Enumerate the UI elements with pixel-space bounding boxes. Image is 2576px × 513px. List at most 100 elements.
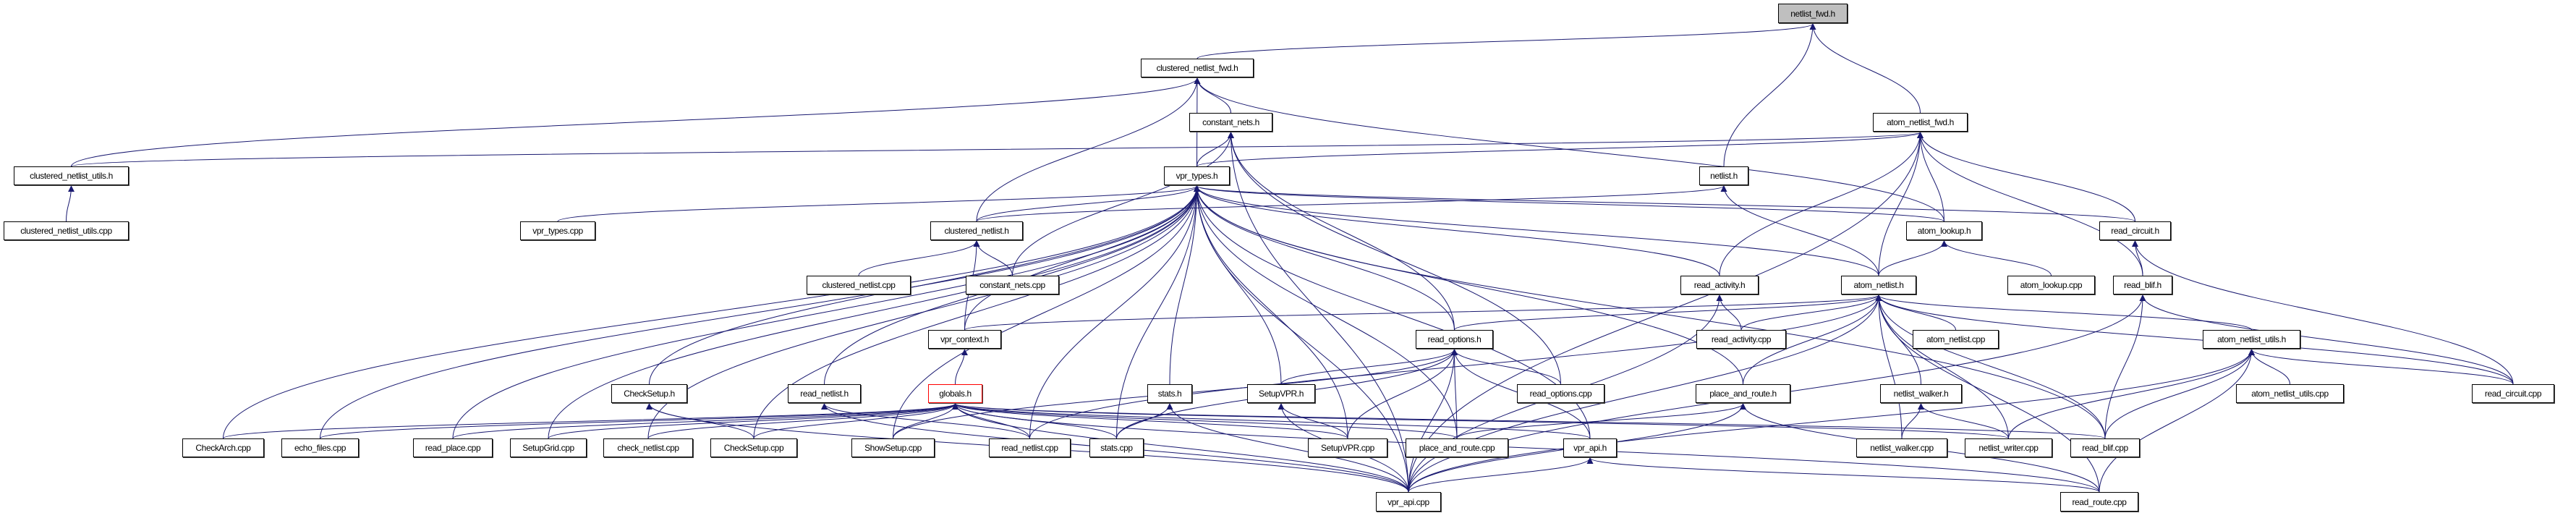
node-read-blif-cpp[interactable]: read_blif.cpp [2070, 438, 2140, 457]
node-checkarch-cpp[interactable]: CheckArch.cpp [182, 438, 264, 457]
node-clustered-netlist-utils-cpp[interactable]: clustered_netlist_utils.cpp [4, 221, 129, 240]
node-atom-lookup-h[interactable]: atom_lookup.h [1906, 221, 1982, 240]
edge-vpr-api-h-to-globals-h [952, 403, 1591, 439]
node-setupvpr-cpp[interactable]: SetupVPR.cpp [1308, 438, 1387, 457]
node-vpr-api-cpp[interactable]: vpr_api.cpp [1376, 492, 1441, 512]
edge-clustered-netlist-fwd-h-to-netlist-fwd-h [1196, 23, 1816, 59]
node-atom-lookup-cpp[interactable]: atom_lookup.cpp [2007, 276, 2095, 294]
node-read-activity-cpp[interactable]: read_activity.cpp [1696, 330, 1786, 349]
node-showsetup-cpp[interactable]: ShowSetup.cpp [851, 438, 935, 457]
edge-read-blif-cpp-to-atom-netlist-utils-h [2104, 349, 2255, 439]
edge-vpr-context-h-to-vpr-types-h [964, 185, 1200, 331]
edge-vpr-types-h-to-atom-netlist-fwd-h [1196, 132, 1924, 167]
node-checksetup-h[interactable]: CheckSetup.h [611, 384, 687, 403]
node-vpr-api-h[interactable]: vpr_api.h [1563, 438, 1617, 457]
edge-clustered-netlist-h-to-vpr-types-h [976, 185, 1200, 222]
edge-place-and-route-cpp-to-read-options-h [1451, 349, 1458, 439]
edge-vpr-api-cpp-to-atom-netlist-fwd-h [1408, 132, 1924, 493]
edge-netlist-h-to-netlist-fwd-h [1723, 23, 1816, 167]
edge-constant-nets-cpp-to-constant-nets-h [1012, 132, 1234, 276]
edge-read-blif-cpp-to-read-blif-h [2104, 294, 2146, 439]
edge-atom-netlist-utils-h-to-atom-netlist-h [1875, 294, 2252, 331]
node-atom-netlist-cpp[interactable]: atom_netlist.cpp [1913, 330, 1999, 349]
node-constant-nets-h[interactable]: constant_nets.h [1189, 113, 1272, 132]
edge-place-and-route-h-to-vpr-types-h [1194, 185, 1743, 385]
node-read-activity-h[interactable]: read_activity.h [1680, 276, 1759, 294]
edge-read-options-h-to-atom-netlist-h [1454, 294, 1882, 331]
node-read-circuit-cpp[interactable]: read_circuit.cpp [2472, 384, 2554, 403]
node-atom-netlist-utils-h[interactable]: atom_netlist_utils.h [2203, 330, 2300, 349]
node-read-options-h[interactable]: read_options.h [1416, 330, 1493, 349]
node-stats-h[interactable]: stats.h [1147, 384, 1192, 403]
node-clustered-netlist-utils-h[interactable]: clustered_netlist_utils.h [14, 166, 129, 185]
edge-setupvpr-cpp-to-setupvpr-h [1278, 403, 1348, 439]
node-read-circuit-h[interactable]: read_circuit.h [2099, 221, 2171, 240]
edge-netlist-writer-cpp-to-atom-netlist-h [1875, 294, 2009, 439]
edge-checksetup-cpp-to-checksetup-h [646, 403, 754, 439]
edge-read-blif-cpp-to-globals-h [952, 403, 2106, 439]
node-read-route-cpp[interactable]: read_route.cpp [2060, 492, 2138, 512]
edge-setupgrid-cpp-to-vpr-types-h [548, 185, 1200, 439]
node-netlist-h[interactable]: netlist.h [1699, 166, 1748, 185]
node-checksetup-cpp[interactable]: CheckSetup.cpp [710, 438, 797, 457]
edge-read-options-h-to-vpr-types-h [1194, 185, 1455, 331]
edge-place-and-route-cpp-to-globals-h [952, 403, 1458, 439]
edge-atom-netlist-h-to-atom-lookup-h [1878, 240, 1947, 276]
edge-read-circuit-h-to-vpr-types-h [1194, 185, 2135, 222]
edge-clustered-netlist-cpp-to-clustered-netlist-h [858, 240, 980, 276]
node-clustered-netlist-h[interactable]: clustered_netlist.h [930, 221, 1023, 240]
edge-clustered-netlist-utils-h-to-clustered-netlist-fwd-h [71, 77, 1201, 167]
edge-vpr-context-h-to-atom-netlist-h [964, 294, 1882, 331]
node-atom-netlist-utils-cpp[interactable]: atom_netlist_utils.cpp [2236, 384, 2344, 403]
node-netlist-walker-h[interactable]: netlist_walker.h [1880, 384, 1962, 403]
node-constant-nets-cpp[interactable]: constant_nets.cpp [966, 276, 1059, 294]
edge-netlist-writer-cpp-to-globals-h [952, 403, 2009, 439]
edge-clustered-netlist-utils-cpp-to-clustered-netlist-utils-h [66, 185, 75, 222]
edge-read-circuit-h-to-atom-netlist-fwd-h [1917, 132, 2135, 222]
node-setupvpr-h[interactable]: SetupVPR.h [1247, 384, 1315, 403]
node-globals-h[interactable]: globals.h [928, 384, 982, 403]
edge-read-options-cpp-to-read-options-h [1451, 349, 1561, 385]
node-read-place-cpp[interactable]: read_place.cpp [413, 438, 493, 457]
node-atom-netlist-fwd-h[interactable]: atom_netlist_fwd.h [1873, 113, 1968, 132]
node-stats-cpp[interactable]: stats.cpp [1089, 438, 1144, 457]
edge-setupvpr-h-to-read-options-h [1280, 349, 1458, 385]
node-place-and-route-h[interactable]: place_and_route.h [1696, 384, 1790, 403]
edge-globals-h-to-vpr-context-h [955, 349, 968, 385]
edge-checksetup-cpp-to-globals-h [753, 403, 958, 439]
edge-setupvpr-h-to-vpr-types-h [1194, 185, 1282, 385]
node-setupgrid-cpp[interactable]: SetupGrid.cpp [510, 438, 587, 457]
edge-atom-netlist-h-to-vpr-types-h [1194, 185, 1879, 276]
edge-netlist-walker-cpp-to-netlist-walker-h [1901, 403, 1924, 439]
edge-echo-files-cpp-to-vpr-types-h [320, 185, 1200, 439]
edge-showsetup-cpp-to-vpr-types-h [893, 185, 1200, 439]
edge-read-circuit-cpp-to-atom-netlist-utils-h [2248, 349, 2514, 385]
edge-vpr-api-cpp-to-vpr-types-h [1194, 185, 1409, 493]
node-vpr-types-h[interactable]: vpr_types.h [1164, 166, 1230, 185]
node-netlist-writer-cpp[interactable]: netlist_writer.cpp [1965, 438, 2052, 457]
node-vpr-context-h[interactable]: vpr_context.h [928, 330, 1001, 349]
node-atom-netlist-h[interactable]: atom_netlist.h [1841, 276, 1916, 294]
node-read-options-cpp[interactable]: read_options.cpp [1517, 384, 1604, 403]
node-netlist-walker-cpp[interactable]: netlist_walker.cpp [1856, 438, 1947, 457]
edge-atom-lookup-h-to-vpr-types-h [1194, 185, 1944, 222]
edge-read-blif-cpp-to-atom-netlist-h [1875, 294, 2106, 439]
node-read-blif-h[interactable]: read_blif.h [2113, 276, 2172, 294]
node-vpr-types-cpp[interactable]: vpr_types.cpp [520, 221, 595, 240]
node-clustered-netlist-cpp[interactable]: clustered_netlist.cpp [807, 276, 911, 294]
node-echo-files-cpp[interactable]: echo_files.cpp [281, 438, 359, 457]
edge-vpr-api-cpp-to-stats-h [1166, 403, 1409, 493]
edge-clustered-netlist-utils-h-to-atom-netlist-fwd-h [71, 132, 1923, 167]
node-clustered-netlist-fwd-h[interactable]: clustered_netlist_fwd.h [1141, 59, 1254, 77]
edge-read-circuit-cpp-to-read-circuit-h [2132, 240, 2514, 385]
edge-vpr-api-cpp-to-globals-h [952, 403, 1409, 493]
edge-stats-cpp-to-vpr-types-h [1116, 185, 1200, 439]
node-read-netlist-h[interactable]: read_netlist.h [788, 384, 861, 403]
edge-setupvpr-cpp-to-vpr-types-h [1194, 185, 1348, 439]
node-place-and-route-cpp[interactable]: place_and_route.cpp [1406, 438, 1508, 457]
edge-atom-lookup-cpp-to-atom-lookup-h [1941, 240, 2052, 276]
node-check-netlist-cpp[interactable]: check_netlist.cpp [603, 438, 693, 457]
node-read-netlist-cpp[interactable]: read_netlist.cpp [989, 438, 1071, 457]
edge-atom-lookup-h-to-atom-netlist-fwd-h [1917, 132, 1944, 222]
